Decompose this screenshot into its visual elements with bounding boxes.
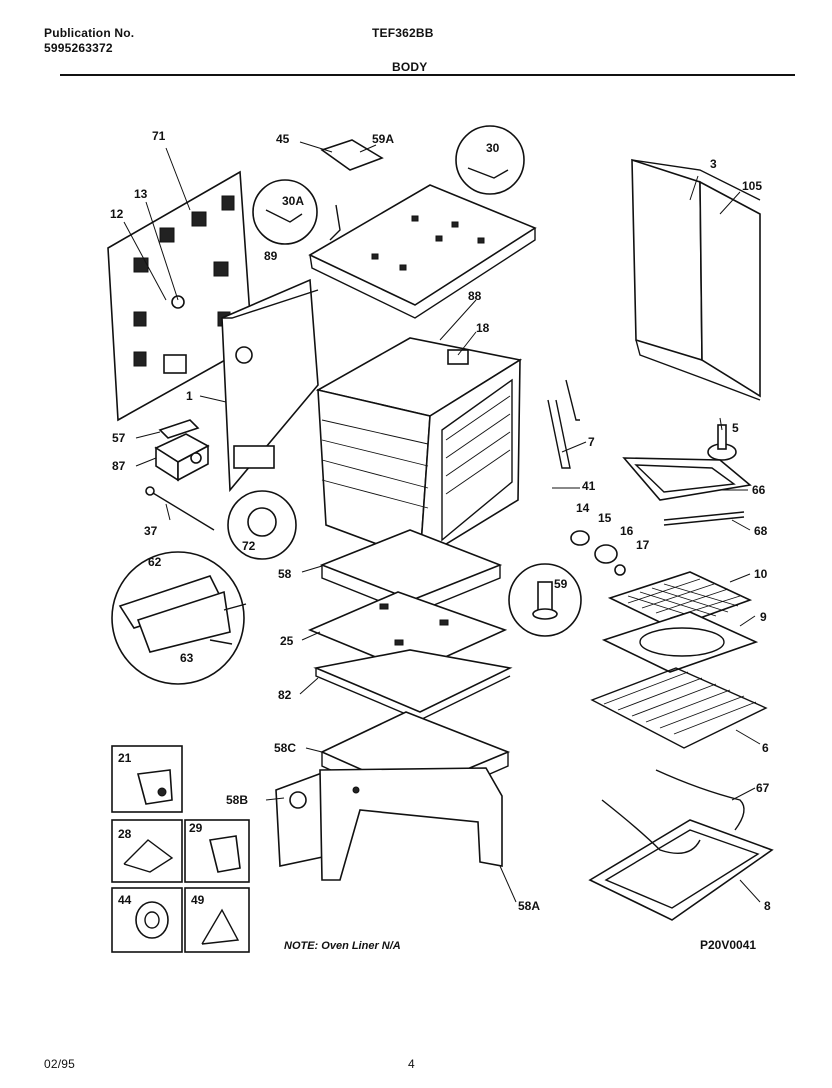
inset-box-28: [111, 819, 183, 883]
broil-pan-insert: [607, 571, 753, 629]
part-label: 30A: [282, 194, 304, 208]
oven-bottom: [588, 769, 774, 921]
publication-label: Publication No.: [44, 26, 135, 40]
part-label: 16: [620, 524, 634, 538]
part-label: 105: [742, 179, 762, 193]
back-panel: [107, 170, 253, 422]
body-frame: [221, 278, 319, 493]
part-label: 44: [118, 893, 132, 907]
callout-62-63: [111, 551, 247, 685]
part-label: 58: [278, 567, 292, 581]
part-label: 71: [152, 129, 166, 143]
element-receptacle: [447, 349, 469, 365]
part-label: 8: [764, 899, 771, 913]
part-label: 66: [752, 483, 766, 497]
inset-box-29: [184, 819, 250, 883]
part-label: 63: [180, 651, 194, 665]
part-label: 58C: [274, 741, 296, 755]
part-label: 14: [576, 501, 590, 515]
oven-liner-note: NOTE: Oven Liner N/A: [284, 940, 401, 952]
part-label: 87: [112, 459, 126, 473]
part-label: 57: [112, 431, 126, 445]
part-label: 88: [468, 289, 482, 303]
part-label: 41: [582, 479, 596, 493]
page-number: 4: [408, 1057, 415, 1071]
callout-59: [508, 563, 582, 637]
part-label: 18: [476, 321, 490, 335]
part-label: 67: [756, 781, 770, 795]
inset-box-21: [111, 745, 183, 813]
callout-30: [455, 125, 525, 195]
leader-lines: [123, 141, 761, 903]
part-number-labels: 71 13 12 45 59A 30 30A 89 88 18 3 105 1 …: [110, 129, 771, 913]
part-label: 29: [189, 821, 203, 835]
part-label: 17: [636, 538, 650, 552]
terminal-block: [158, 419, 200, 439]
part-label: 59A: [372, 132, 394, 146]
callout-72: [227, 490, 297, 560]
inset-box-49: [184, 887, 250, 953]
part-label: 15: [598, 511, 612, 525]
part-label: 3: [710, 157, 717, 171]
wrapper-insulation: [275, 767, 503, 881]
part-label: 49: [191, 893, 205, 907]
part-label: 13: [134, 187, 148, 201]
part-label: 5: [732, 421, 739, 435]
part-label: 62: [148, 555, 162, 569]
inset-box-44: [111, 887, 183, 953]
part-label: 72: [242, 539, 256, 553]
header-rule: [60, 74, 795, 76]
rack-guide: [547, 379, 580, 469]
side-panel: [631, 158, 761, 401]
part-label: 68: [754, 524, 768, 538]
hinge-bracket: [154, 433, 210, 482]
part-label: 25: [280, 634, 294, 648]
oven-cavity: [315, 337, 523, 562]
part-label: 28: [118, 827, 132, 841]
part-label: 59: [554, 577, 568, 591]
footer-date: 02/95: [44, 1057, 76, 1071]
bottom-panel: [313, 649, 513, 721]
oven-rack: [590, 667, 768, 749]
part-label: 7: [588, 435, 595, 449]
part-label: 37: [144, 524, 158, 538]
part-label: 1: [186, 389, 193, 403]
top-bracket: [320, 139, 384, 241]
top-panel: [308, 184, 537, 319]
callout-30a: [252, 179, 318, 245]
part-label: 58B: [226, 793, 248, 807]
part-label: 45: [276, 132, 290, 146]
publication-number: 5995263372: [44, 41, 113, 55]
control-knob-set: [570, 530, 626, 576]
part-label: 10: [754, 567, 768, 581]
broil-pan: [601, 611, 759, 673]
part-label: 82: [278, 688, 292, 702]
part-label: 89: [264, 249, 278, 263]
part-label: 9: [760, 610, 767, 624]
section-title: BODY: [392, 60, 428, 74]
bake-element: [622, 457, 752, 526]
leveling-leg: [707, 424, 737, 461]
part-label: 30: [486, 141, 500, 155]
model-number: TEF362BB: [372, 26, 434, 40]
part-label: 58A: [518, 899, 540, 913]
part-label: 21: [118, 751, 132, 765]
wiring-harness: [145, 486, 215, 531]
part-label: 6: [762, 741, 769, 755]
drawing-code: P20V0041: [700, 938, 757, 952]
part-label: 12: [110, 207, 124, 221]
